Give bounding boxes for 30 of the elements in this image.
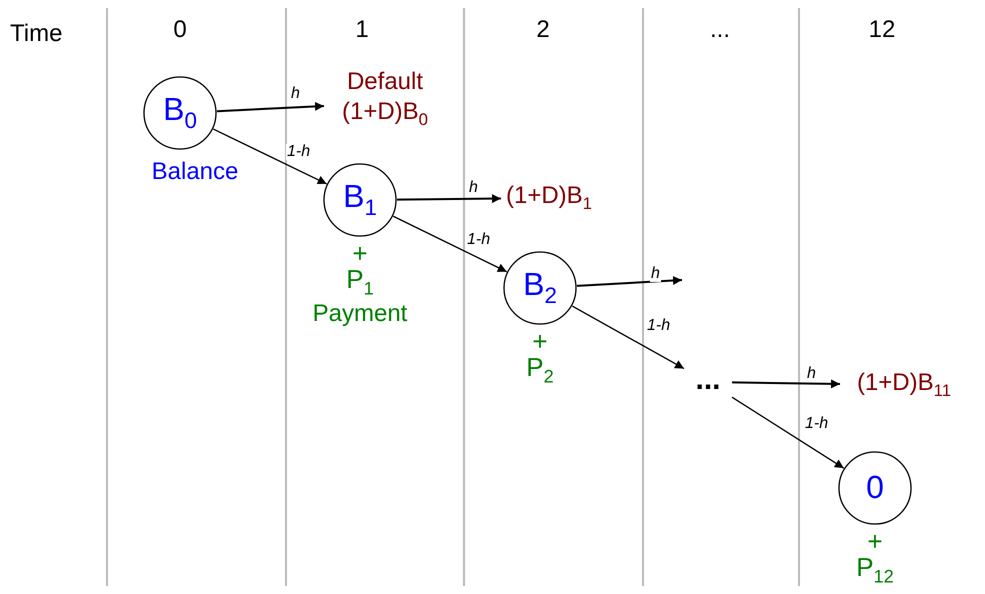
arrow xyxy=(392,216,508,272)
arrow xyxy=(572,306,684,370)
time-label: 1 xyxy=(354,16,370,44)
outcome-heading: Default xyxy=(346,68,424,96)
outcome-label: ... xyxy=(686,364,730,394)
outcome-label: (1+D)B$_{0}$ xyxy=(342,99,428,130)
node-caption: + P$_{2}$ xyxy=(525,328,555,386)
state-circle: 0 xyxy=(838,451,912,525)
node-caption: + P$_{12}$ xyxy=(855,528,895,586)
time-label: 2 xyxy=(535,16,551,44)
arrow xyxy=(216,102,324,112)
node-caption: + P$_{1}$ xyxy=(345,240,375,298)
arrow xyxy=(576,276,682,287)
time-label: 0 xyxy=(172,16,188,44)
arrow xyxy=(732,396,844,469)
outcome-label: (1+D)B$_{1}$ xyxy=(503,180,595,216)
edge-label: 1-h xyxy=(286,144,312,160)
arrow xyxy=(213,128,327,184)
axis-title: Time xyxy=(10,20,62,48)
time-label: 12 xyxy=(868,16,896,44)
time-label: ... xyxy=(708,16,731,44)
state-circle: B$_{0}$ xyxy=(143,76,217,150)
state-circle: B$_{2}$ xyxy=(503,251,577,325)
node-caption: Payment xyxy=(312,302,408,326)
edge-label: h xyxy=(650,266,661,282)
state-circle: B$_{1}$ xyxy=(323,163,397,237)
arrow xyxy=(732,379,840,388)
arrow xyxy=(396,194,502,204)
outcome-label: (1+D)B$_{11}$ xyxy=(842,365,966,405)
node-caption: Balance xyxy=(150,160,240,184)
